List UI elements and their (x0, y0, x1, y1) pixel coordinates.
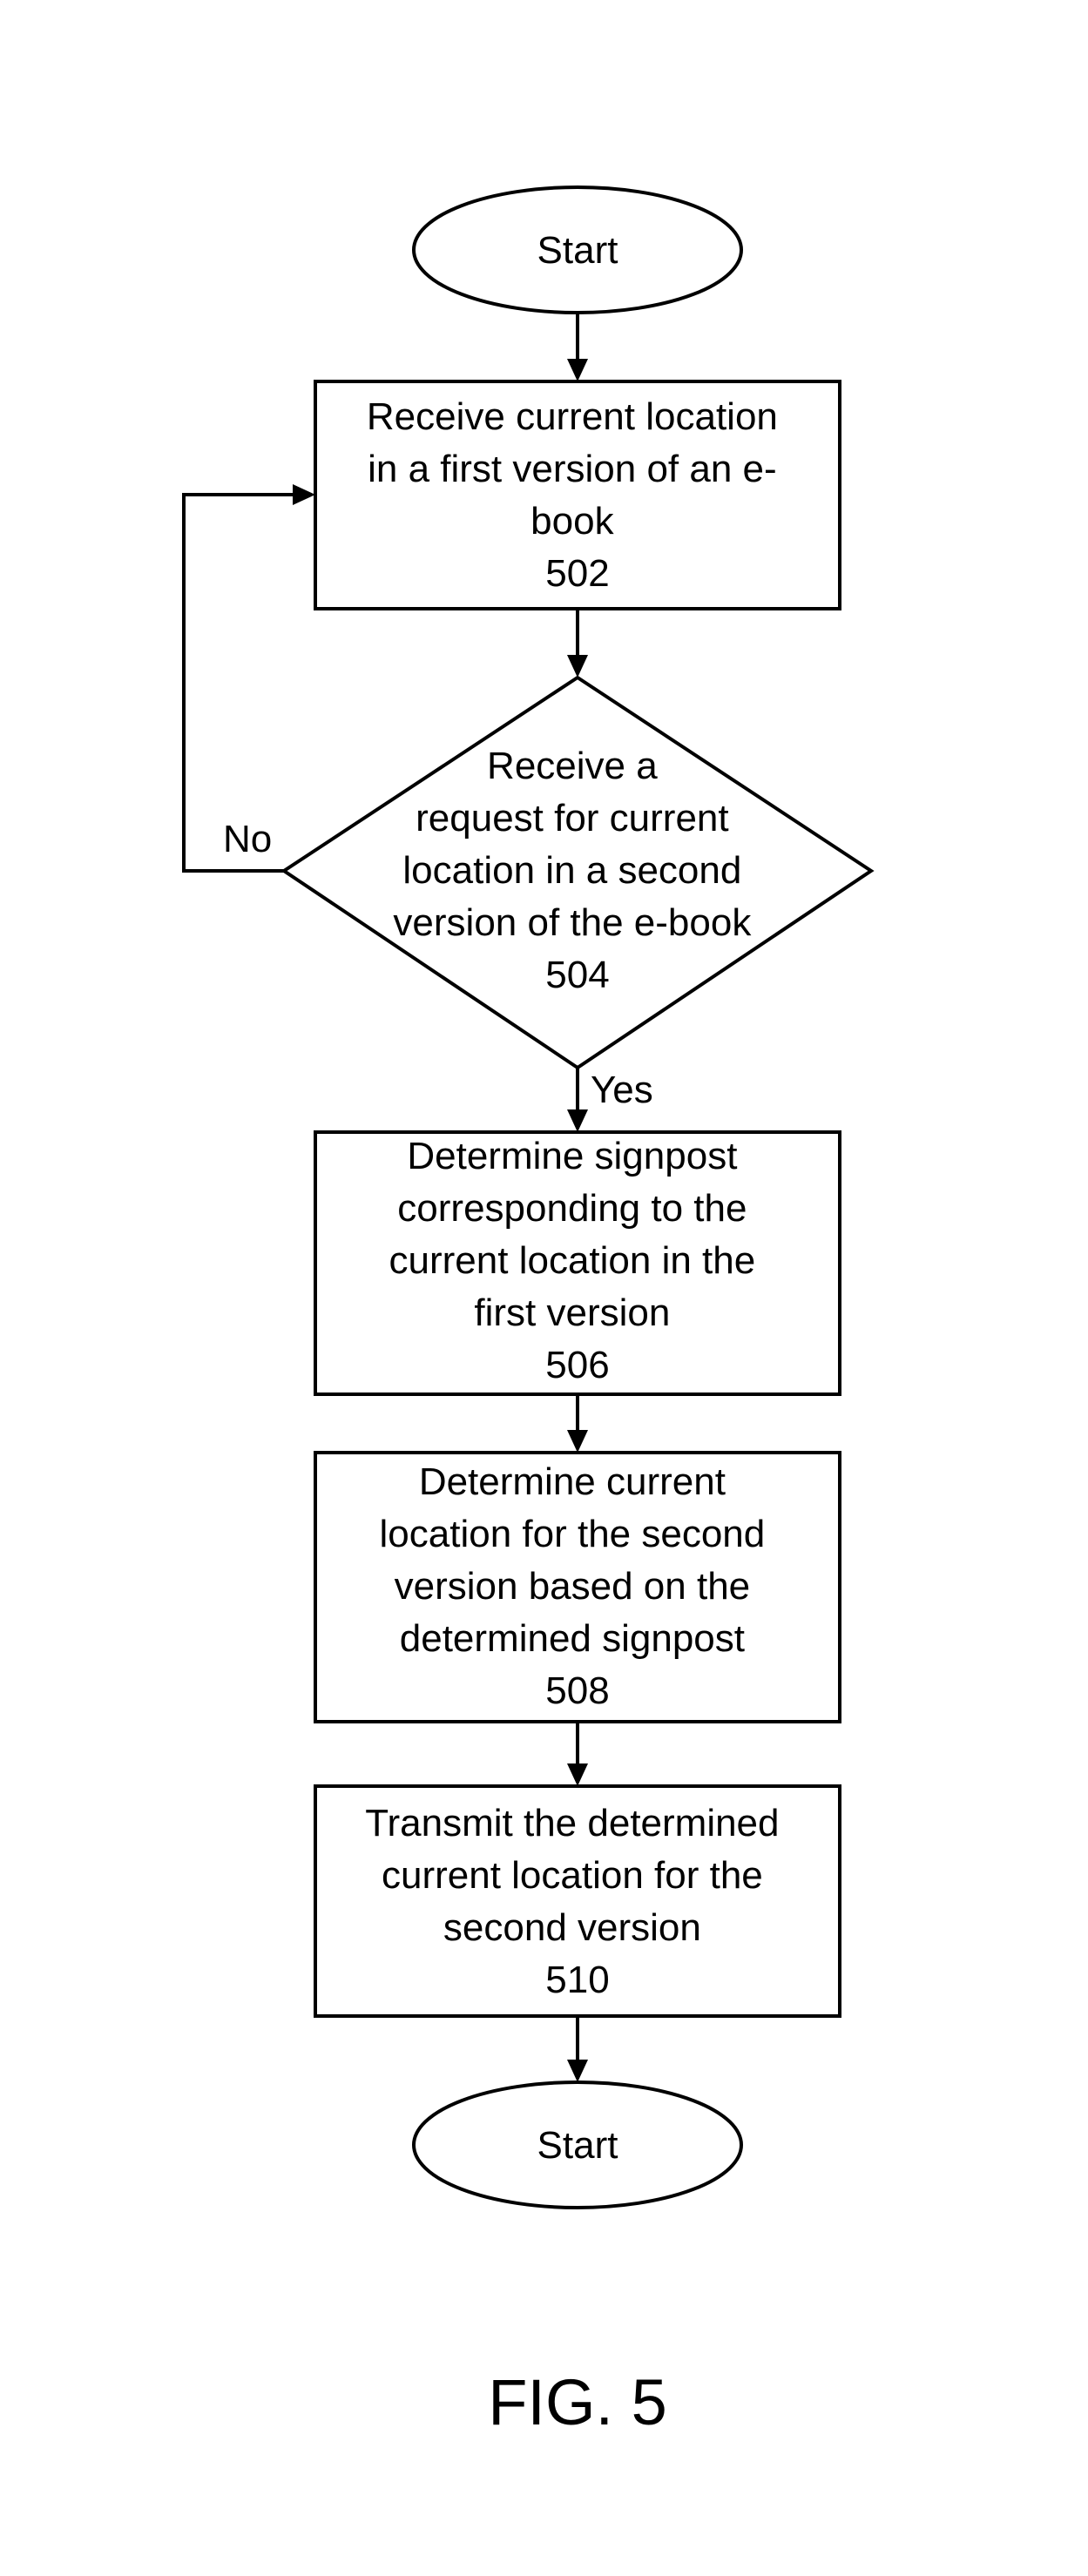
step-510-label: Transmit the determined current location… (365, 1802, 789, 2001)
process-step-502 (314, 380, 841, 610)
step-502-label: Receive current location in a first vers… (367, 395, 788, 595)
decision-504-label: Receive a request for current location i… (393, 745, 761, 996)
no-branch-label: No (223, 818, 272, 860)
start-bottom-label: Start (537, 2124, 618, 2167)
arrowhead-510-to-end (567, 2060, 588, 2082)
arrowhead-508-to-510 (567, 1763, 588, 1786)
step-508-label: Determine current location for the secon… (380, 1460, 776, 1712)
start-top-label: Start (537, 229, 618, 272)
arrowhead-no-loop (293, 484, 315, 505)
figure-caption: FIG. 5 (488, 2366, 667, 2438)
yes-branch-label: Yes (591, 1069, 653, 1111)
arrowhead-506-to-508 (567, 1430, 588, 1453)
connector-no-loop (182, 493, 294, 873)
arrowhead-start-to-502 (567, 359, 588, 381)
arrowhead-502-to-504 (567, 655, 588, 678)
step-506-label: Determine signpost corresponding to the … (389, 1135, 767, 1386)
arrowhead-504-to-506 (567, 1109, 588, 1132)
